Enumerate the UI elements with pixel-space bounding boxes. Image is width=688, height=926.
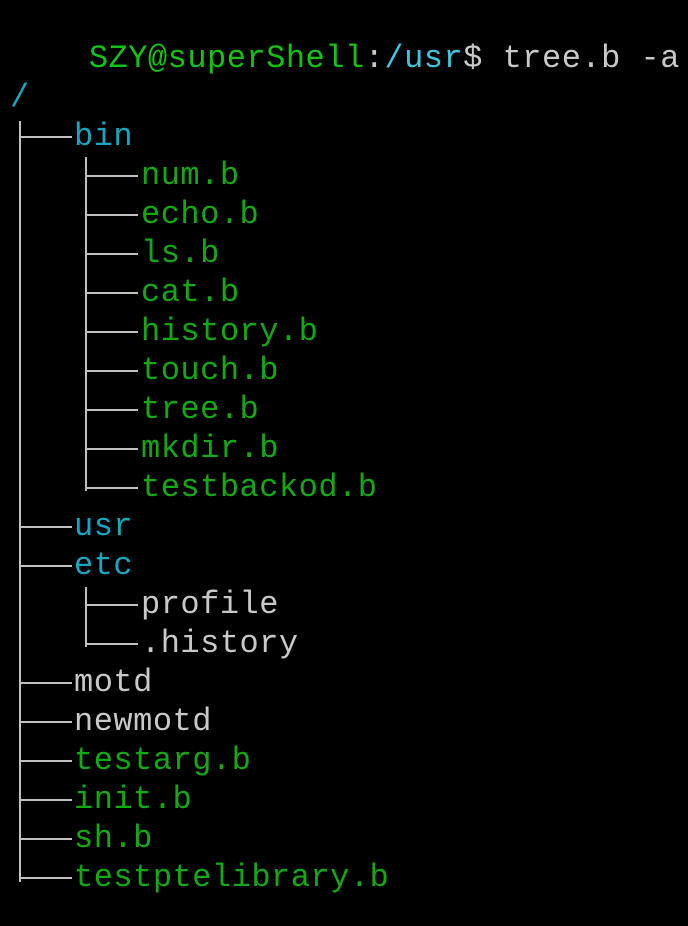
tree-rail-etc <box>85 587 87 647</box>
tree-entry-motd[interactable]: motd <box>74 664 153 701</box>
tree-entry-num-b[interactable]: num.b <box>141 157 240 194</box>
prompt-separator: : <box>364 40 385 77</box>
tree-entry-usr[interactable]: usr <box>74 508 134 545</box>
tree-rail-bin <box>85 157 87 491</box>
tree-entry-cat-b[interactable]: cat.b <box>141 274 240 311</box>
tree-entry-newmotd[interactable]: newmotd <box>74 703 212 740</box>
tree-entry-sh-b[interactable]: sh.b <box>74 820 153 857</box>
tree-entry-profile[interactable]: profile <box>141 586 279 623</box>
tree-entry-testbackod-b[interactable]: testbackod.b <box>141 469 378 506</box>
prompt-symbol: $ <box>463 40 483 77</box>
tree-entry-etc[interactable]: etc <box>74 547 134 584</box>
tree-entry-testptelibrary-b[interactable]: testptelibrary.b <box>74 859 390 896</box>
command-text: tree.b -a <box>502 40 680 77</box>
tree-entry-history-hidden[interactable]: .history <box>141 625 299 662</box>
tree-entry-ls-b[interactable]: ls.b <box>141 235 220 272</box>
tree-root: / <box>10 79 30 116</box>
tree-entry-bin[interactable]: bin <box>74 118 134 155</box>
prompt-user-host: SZY@superShell <box>88 40 365 77</box>
tree-entry-tree-b[interactable]: tree.b <box>141 391 260 428</box>
prompt-cwd: /usr <box>384 40 464 77</box>
tree-entry-touch-b[interactable]: touch.b <box>141 352 279 389</box>
tree-rail-main <box>19 121 21 882</box>
prompt-line: SZY@superShell:/usr$ tree.b -a <box>10 0 680 77</box>
tree-entry-history-b[interactable]: history.b <box>141 313 319 350</box>
tree-entry-testarg-b[interactable]: testarg.b <box>74 742 252 779</box>
tree-entry-echo-b[interactable]: echo.b <box>141 196 260 233</box>
tree-entry-init-b[interactable]: init.b <box>74 781 193 818</box>
tree-entry-mkdir-b[interactable]: mkdir.b <box>141 430 279 467</box>
